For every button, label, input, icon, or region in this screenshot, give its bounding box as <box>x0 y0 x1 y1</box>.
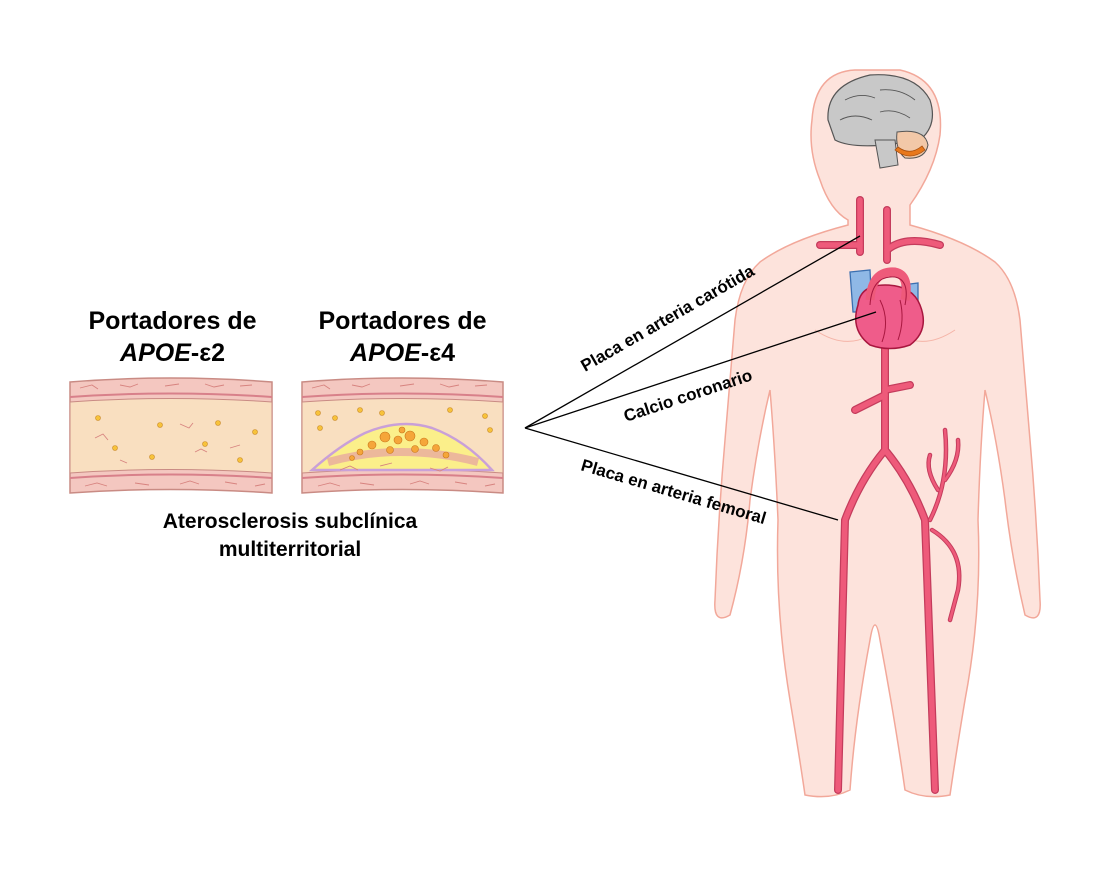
apoe-e4-heading: Portadores de APOE-ε4 <box>290 305 515 369</box>
lipid-droplets <box>349 426 450 461</box>
brainstem <box>874 139 899 169</box>
apoe-e2-heading-line1: Portadores de <box>88 307 257 335</box>
apoe-e4-heading-line2: APOE-ε4 <box>290 337 515 369</box>
apoe-e2-gene: APOE <box>120 339 191 367</box>
heart <box>855 284 925 350</box>
aortic-arch <box>865 267 911 301</box>
left-femoral-artery <box>835 447 888 793</box>
body-silhouette <box>714 69 1041 798</box>
arterial-system <box>816 196 962 794</box>
brain-illustration <box>827 74 933 169</box>
human-body <box>714 69 1041 798</box>
apoe-e4-gene: APOE <box>350 339 421 367</box>
plaque-artery-section <box>301 377 504 494</box>
coronary-connector <box>524 311 877 429</box>
carotid-connector <box>524 235 861 429</box>
caption-line2: multiterritorial <box>218 538 362 561</box>
apoe-e4-heading-line1: Portadores de <box>318 307 487 335</box>
cerebellum-outer <box>894 145 926 157</box>
heart-illustration <box>849 267 925 350</box>
apoe-e4-allele: -ε4 <box>420 339 455 367</box>
atherosclerosis-caption: Aterosclerosis subclínica multiterritori… <box>90 508 490 564</box>
healthy-artery-section <box>69 377 273 494</box>
apoe-e2-heading: Portadores de APOE-ε2 <box>60 305 285 369</box>
carotid-label: Placa en arteria carótida <box>578 261 758 375</box>
healthy-artery-lumen <box>69 398 273 474</box>
right-femoral-artery <box>882 447 938 793</box>
brain-cerebrum <box>827 74 933 147</box>
apoe-e2-allele: -ε2 <box>190 339 225 367</box>
femoral-connector <box>524 427 839 521</box>
connector-lines <box>524 235 877 521</box>
caption-line1: Aterosclerosis subclínica <box>162 510 418 533</box>
apoe-e2-heading-line2: APOE-ε2 <box>60 337 285 369</box>
